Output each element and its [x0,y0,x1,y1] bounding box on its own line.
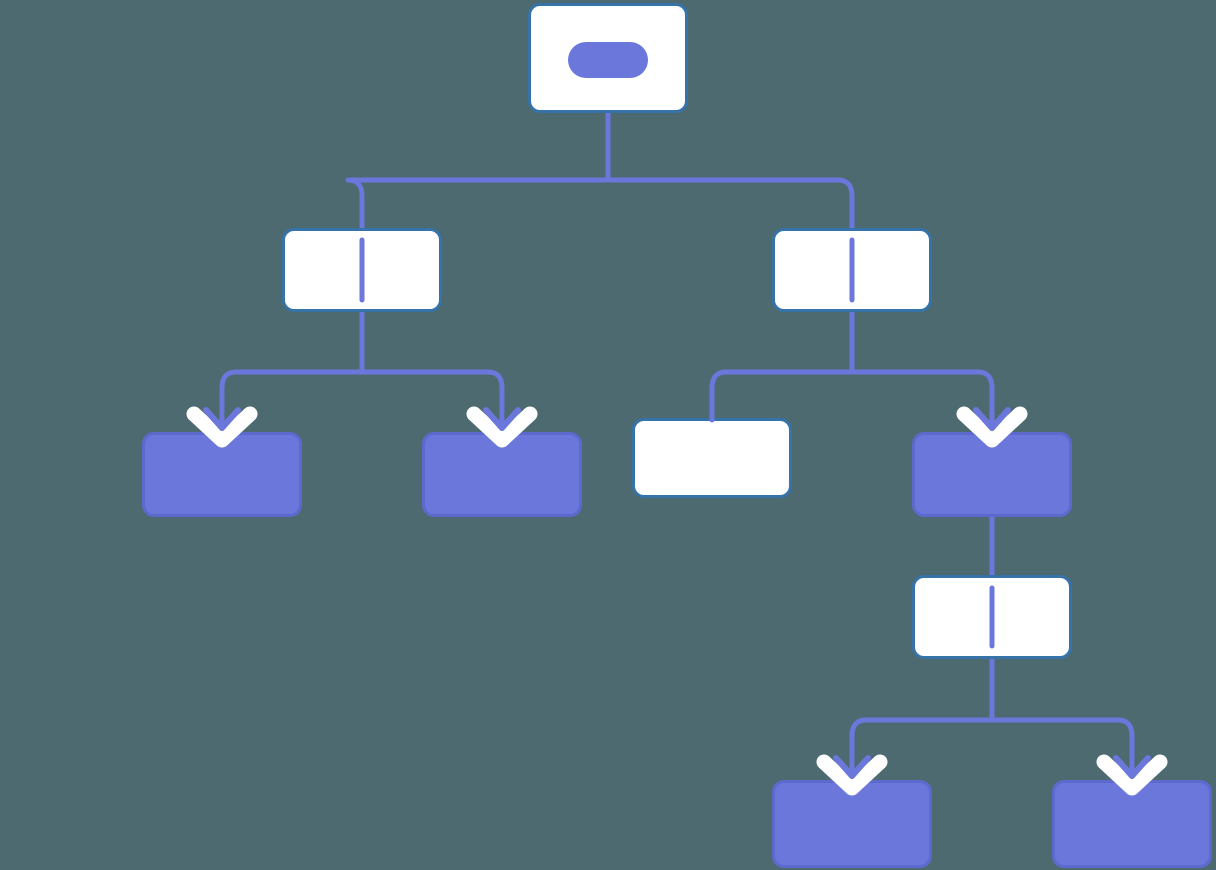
leaf-node-3[interactable] [772,780,932,868]
leaf-node-1[interactable] [142,432,302,517]
level2-white-node[interactable] [632,418,792,498]
level3-white-node[interactable] [912,575,1072,659]
level1-left-node[interactable] [282,228,442,312]
edge-level1-left-to-leaf1 [219,369,362,432]
leaf-node-4[interactable] [1052,780,1212,868]
level1-right-node[interactable] [772,228,932,312]
edge-root-to-level1-left [345,177,608,228]
edge-root-to-level1-right [608,177,855,228]
root-node-pill-badge [568,42,648,78]
edge-level1-left-to-leaf2 [362,369,505,432]
edge-level1-right-to-white-node [709,369,852,418]
leaf-node-2[interactable] [422,432,582,517]
root-node[interactable] [528,3,688,113]
edge-level3-to-leaf4 [992,717,1135,780]
level2-purple-branch-node[interactable] [912,432,1072,517]
edge-level3-to-leaf3 [849,717,992,780]
edge-level1-right-to-purple-node [852,369,995,432]
